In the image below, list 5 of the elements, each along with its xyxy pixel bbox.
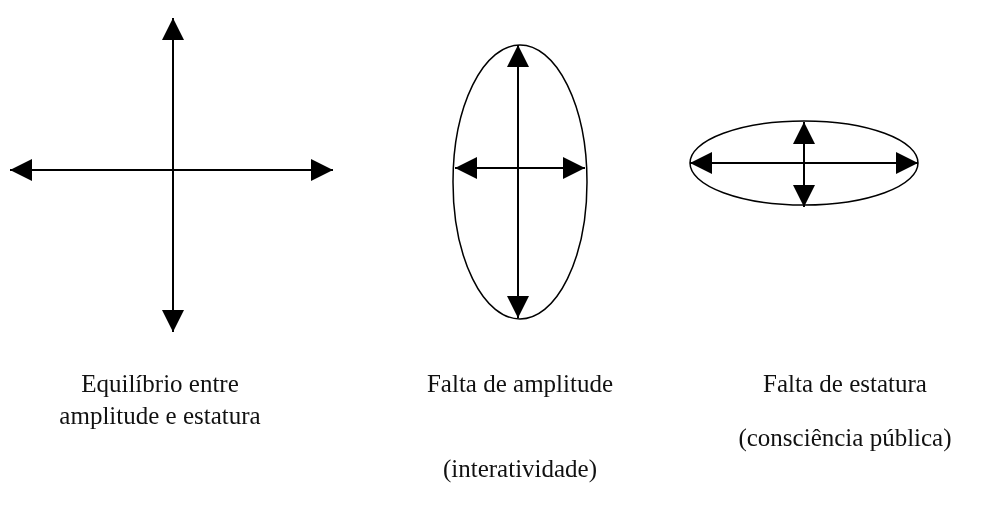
caption-note: (consciência pública): [737, 423, 953, 454]
caption-text: Falta de estatura: [762, 369, 928, 399]
caption-note: (interatividade): [441, 454, 599, 485]
caption-text: Equilíbrio entre amplitude e estatura: [58, 369, 262, 431]
caption-text: Falta de amplitude: [425, 369, 615, 399]
